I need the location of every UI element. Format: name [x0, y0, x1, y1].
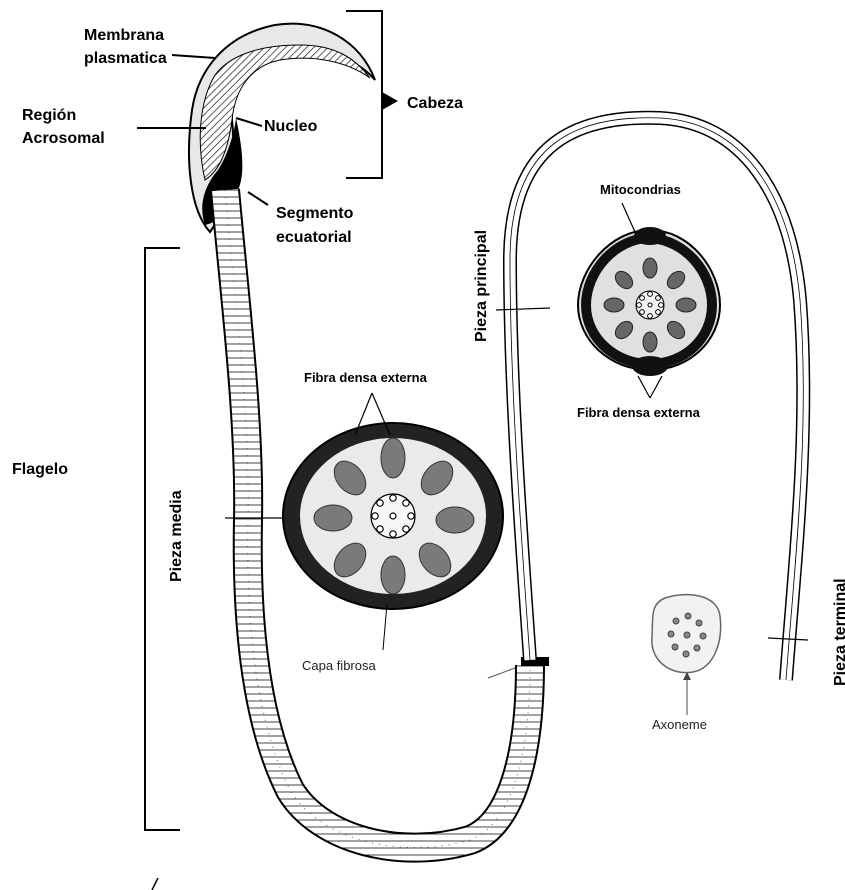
label-pieza-terminal: Pieza terminal — [832, 578, 845, 686]
label-cabeza: Cabeza — [407, 95, 463, 112]
label-mitocondrias: Mitocondrias — [600, 182, 681, 197]
label-region-1: Región — [22, 107, 76, 124]
label-segmento-1: Segmento — [276, 205, 354, 222]
segmento-pointer — [248, 192, 268, 205]
label-segmento-2: ecuatorial — [276, 229, 352, 246]
label-nucleo: Nucleo — [264, 118, 318, 135]
nucleo-pointer — [236, 118, 262, 126]
label-region-2: Acrosomal — [22, 130, 105, 147]
axoneme-core — [371, 494, 415, 538]
label-fibra-densa-externa-2: Fibra densa externa — [577, 405, 701, 420]
label-membrana-1: Membrana — [84, 27, 164, 44]
label-pieza-principal: Pieza principal — [473, 230, 490, 342]
principal-cross-section — [496, 203, 720, 398]
annulus-pointer — [488, 668, 515, 678]
label-fibra-densa-externa-1: Fibra densa externa — [304, 370, 428, 385]
label-flagelo: Flagelo — [12, 461, 68, 478]
head-bracket — [346, 11, 398, 178]
label-axoneme: Axoneme — [652, 717, 707, 732]
midpiece-cross-section — [225, 393, 503, 650]
membrana-pointer — [172, 55, 215, 58]
label-membrana-2: plasmatica — [84, 50, 167, 67]
label-capa-fibrosa: Capa fibrosa — [302, 658, 376, 673]
label-pieza-media: Pieza media — [168, 490, 185, 582]
